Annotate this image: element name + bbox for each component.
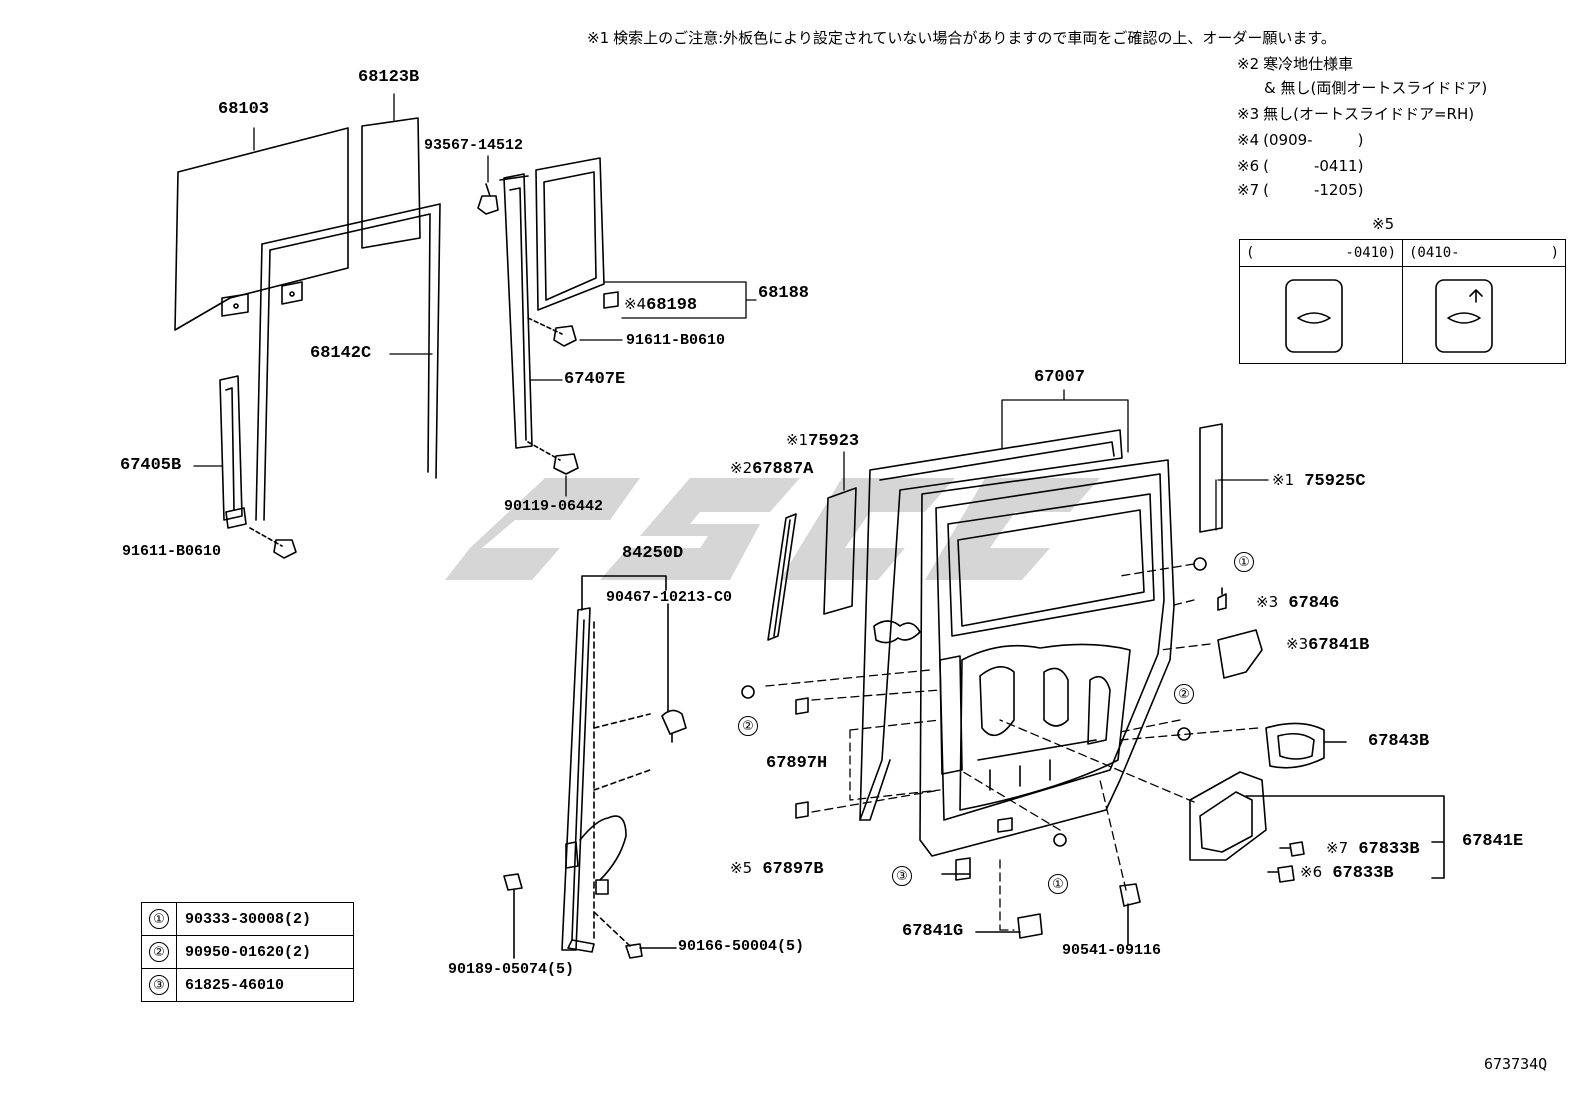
note-3-mark: ※3 (1237, 105, 1260, 123)
glass-68123B (361, 117, 421, 249)
note-2-line2: & 無し(両側オートスライドドア) (1264, 78, 1487, 98)
callout-3: ③ (892, 866, 912, 887)
part-67833B-a[interactable]: ※7 67833B (1326, 839, 1420, 859)
part-75923[interactable]: ※175923 (786, 431, 860, 451)
part-67887A[interactable]: ※267887A (730, 459, 814, 479)
note-2-text: 寒冷地仕様車 (1263, 55, 1354, 73)
callout-1-b: ① (1048, 874, 1068, 895)
part-68188[interactable]: 68188 (758, 284, 810, 303)
callout-legend: ① 90333-30008(2) ② 90950-01620(2) ③ 6182… (141, 902, 354, 1002)
part-90119-06442[interactable]: 90119-06442 (504, 498, 604, 515)
run-channel-68142C (255, 203, 441, 521)
watermark-logo (445, 478, 1100, 580)
variant-col-2-image (1402, 266, 1566, 364)
legend-row: ① 90333-30008(2) (141, 902, 354, 936)
part-68198[interactable]: ※468198 (624, 295, 698, 315)
part-68123B[interactable]: 68123B (358, 68, 420, 87)
legend-row: ② 90950-01620(2) (141, 935, 354, 969)
part-90166-50004[interactable]: 90166-50004(5) (678, 938, 805, 955)
note-6-text: ( -0411) (1263, 157, 1364, 175)
figure-id: 673734Q (1484, 1055, 1548, 1073)
part-75925C[interactable]: ※1 75925C (1272, 471, 1366, 491)
part-67405B[interactable]: 67405B (120, 456, 182, 475)
note-1-mark: ※1 (587, 29, 610, 47)
note-4-text: (0909- ) (1263, 131, 1364, 149)
note-2-text2: & 無し(両側オートスライドドア) (1264, 79, 1488, 97)
note-7-mark: ※7 (1237, 181, 1260, 199)
leader-lines (193, 93, 1269, 531)
part-91611-B0610-lower[interactable]: 91611-B0610 (122, 543, 222, 560)
note-4-mark: ※4 (1237, 131, 1260, 149)
dashed-connectors (765, 563, 1259, 931)
weatherstrip-group (767, 423, 1223, 641)
glass-68103 (174, 127, 349, 331)
part-68103[interactable]: 68103 (218, 100, 270, 119)
variant-col-1-header: (-0410) (1239, 239, 1403, 267)
callout-1-a: ① (1234, 552, 1254, 573)
note-4: ※4(0909- ) (1237, 130, 1363, 150)
part-91611-B0610-upper[interactable]: 91611-B0610 (626, 332, 726, 349)
callout-2-a: ② (1174, 684, 1194, 705)
part-90541-09116[interactable]: 90541-09116 (1062, 942, 1162, 959)
door-panel-67007 (859, 429, 1175, 857)
part-67841B[interactable]: ※367841B (1286, 635, 1370, 655)
part-67843B[interactable]: 67843B (1368, 732, 1430, 751)
part-93567-14512[interactable]: 93567-14512 (424, 137, 524, 154)
note-7-text: ( -1205) (1263, 181, 1364, 199)
part-84250D[interactable]: 84250D (622, 544, 684, 563)
variant-table: (-0410) (0410-) (1239, 239, 1566, 364)
frame-68188 (535, 157, 619, 311)
part-67897B[interactable]: ※5 67897B (730, 859, 824, 879)
part-67897H[interactable]: 67897H (766, 754, 828, 773)
legend-value[interactable]: 90950-01620(2) (176, 935, 354, 969)
legend-value[interactable]: 61825-46010 (176, 968, 354, 1002)
small-parts (741, 557, 1445, 945)
screw-93567 (477, 183, 499, 215)
variant-col-2-header: (0410-) (1402, 239, 1566, 267)
part-90189-05074[interactable]: 90189-05074(5) (448, 961, 575, 978)
part-68142C[interactable]: 68142C (310, 344, 372, 363)
note-1-text: 検索上のご注意:外板色により設定されていない場合がありますので車両をご確認の上、… (613, 29, 1336, 47)
part-67841G[interactable]: 67841G (902, 922, 964, 941)
part-67833B-b[interactable]: ※6 67833B (1300, 863, 1394, 883)
part-90467-10213-C0[interactable]: 90467-10213-C0 (606, 589, 733, 606)
part-67407E[interactable]: 67407E (564, 370, 626, 389)
legend-value[interactable]: 90333-30008(2) (176, 902, 354, 936)
part-67841E[interactable]: 67841E (1462, 832, 1524, 851)
legend-row: ③ 61825-46010 (141, 968, 354, 1002)
note-7: ※7( -1205) (1237, 180, 1363, 200)
variant-table-mark: ※5 (1372, 215, 1395, 233)
part-67007[interactable]: 67007 (1034, 368, 1086, 387)
variant-col-1-image (1239, 266, 1403, 364)
note-6: ※6( -0411) (1237, 156, 1363, 176)
part-67846[interactable]: ※3 67846 (1256, 593, 1340, 613)
regulator-84250D (503, 575, 687, 959)
note-2-mark: ※2 (1237, 55, 1260, 73)
division-bar-67407E (499, 173, 579, 475)
note-3-text: 無し(オートスライドドア=RH) (1263, 105, 1475, 123)
channel-67405B (219, 375, 297, 559)
callout-2-b: ② (738, 716, 758, 737)
note-6-mark: ※6 (1237, 157, 1260, 175)
